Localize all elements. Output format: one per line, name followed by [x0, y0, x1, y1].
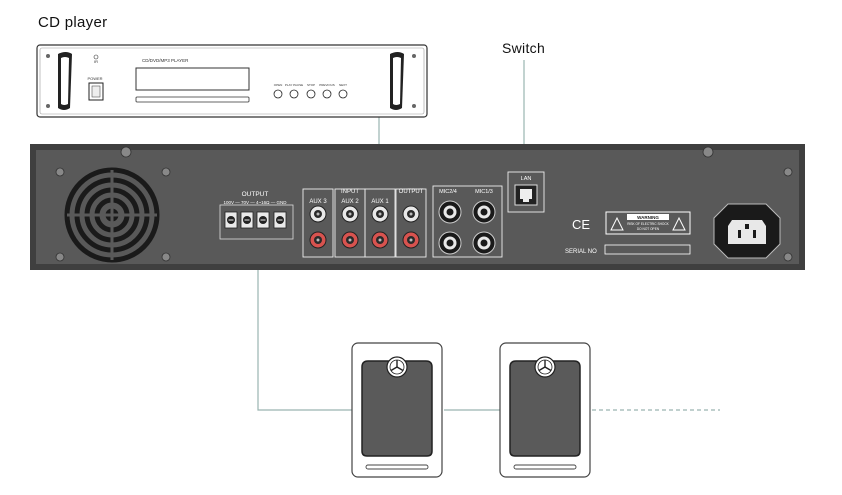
transport-button[interactable]: [289, 89, 299, 99]
transport-button[interactable]: [338, 89, 348, 99]
transport-button-label: OPEN: [274, 83, 283, 87]
transport-button-label: PLAY PAUSE: [285, 83, 303, 87]
lan-port-block: LAN: [507, 171, 545, 213]
transport-button-label: STOP: [307, 83, 315, 87]
warning-label: WARNING RISK OF ELECTRIC SHOCK DO NOT OP…: [605, 211, 691, 235]
ceiling-speaker: [499, 342, 591, 478]
transport-button[interactable]: [322, 89, 332, 99]
ce-mark: CE: [572, 217, 590, 232]
lan-label: LAN: [521, 176, 532, 182]
transport-button-label: NEXT: [339, 83, 347, 87]
transport-button[interactable]: [273, 89, 283, 99]
ir-label: IR: [94, 59, 98, 64]
model-label: CD/DVD/MP3 PLAYER: [142, 58, 189, 63]
transport-button[interactable]: [306, 89, 316, 99]
input-jack-block: INPUT AUX 3 AUX 2 AUX 1 OUTPUT: [302, 188, 427, 258]
serial-box: [604, 244, 691, 255]
warning-title: WARNING: [637, 215, 659, 220]
switch-label: Switch: [502, 40, 546, 56]
display-window: [135, 67, 250, 91]
ceiling-speaker: [351, 342, 443, 478]
ceiling-speakers: [351, 342, 591, 478]
amplifier-rear-panel: OUTPUT 100V — 70V — 4~16Ω — GND INPUT AU…: [30, 144, 805, 270]
ir-sensor: [93, 54, 99, 60]
input-title: INPUT: [341, 189, 359, 195]
mic24-label: MIC2/4: [439, 189, 457, 195]
warning-line2: DO NOT OPEN: [637, 227, 660, 231]
aux1-label: AUX 1: [371, 199, 389, 205]
speaker-output-block: OUTPUT 100V — 70V — 4~16Ω — GND: [219, 191, 294, 240]
line-output-label: OUTPUT: [399, 189, 424, 195]
disc-tray: [135, 96, 250, 103]
warning-line1: RISK OF ELECTRIC SHOCK: [627, 222, 669, 226]
power-inlet: [713, 203, 781, 259]
aux2-label: AUX 2: [341, 199, 359, 205]
panel-screws: [55, 146, 793, 262]
output-title: OUTPUT: [242, 191, 269, 198]
amp-to-speaker-wire: [257, 270, 355, 411]
aux3-label: AUX 3: [309, 199, 327, 205]
mic13-label: MIC1/3: [475, 189, 493, 195]
cooling-fan-grille: [64, 167, 160, 263]
power-label: POWER: [87, 76, 102, 81]
transport-button-label: PREVIOUS: [319, 83, 335, 87]
rack-handle-left: [46, 52, 72, 110]
cd-player-label: CD player: [38, 14, 108, 31]
rack-handle-right: [390, 52, 416, 110]
serial-label: SERIAL NO: [565, 249, 597, 255]
mic-input-block: MIC2/4 MIC1/3: [432, 185, 503, 258]
output-terminals-label: 100V — 70V — 4~16Ω — GND: [223, 200, 287, 205]
